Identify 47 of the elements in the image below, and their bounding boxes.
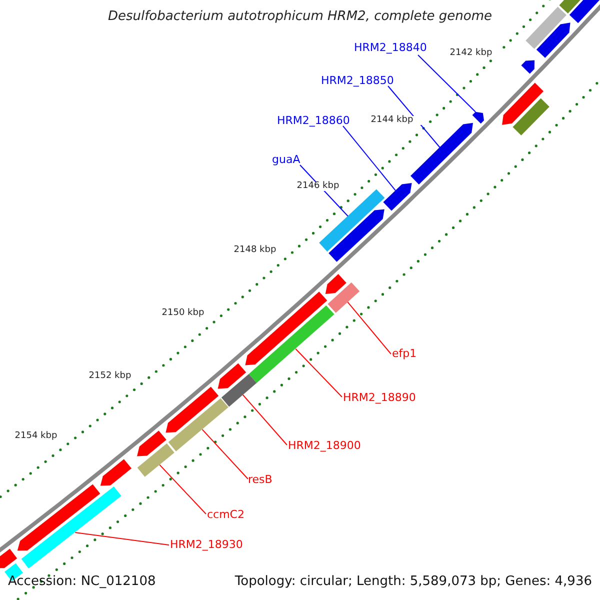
gene-feature: [569, 0, 600, 24]
gene-feature: [248, 305, 334, 383]
gene-feature: [502, 82, 544, 125]
leader-line: [295, 348, 342, 398]
leader-line: [347, 302, 392, 354]
leader-line: [242, 394, 288, 446]
gene-feature: [325, 274, 346, 294]
gene-feature: [536, 22, 570, 58]
leader-line: [342, 126, 396, 191]
genome-info: Topology: circular; Length: 5,589,073 bp; Genes: 4,936: [234, 575, 592, 588]
gene-label: HRM2_18930: [170, 539, 243, 550]
gene-label: HRM2_18900: [288, 440, 361, 451]
gene-label: resB: [248, 474, 272, 485]
accession-label: Accession: NC_012108: [8, 575, 156, 588]
title: Desulfobacterium autotrophicum HRM2, complete genome: [106, 10, 494, 23]
gene-feature: [137, 443, 174, 477]
leader-line: [74, 532, 170, 546]
gene-feature: [410, 122, 473, 184]
gene-feature: [328, 209, 384, 262]
gene-feature: [221, 374, 257, 407]
leader-line: [159, 464, 206, 514]
gene-feature: [168, 398, 228, 452]
gene-label: HRM2_18860: [277, 115, 350, 126]
gene-label: ccmC2: [207, 509, 244, 520]
gene-feature: [137, 430, 166, 456]
gene-feature: [383, 183, 412, 211]
gene-feature: [512, 98, 550, 136]
gene-feature: [0, 548, 18, 568]
gene-label: HRM2_18840: [354, 42, 427, 53]
gene-feature: [21, 486, 122, 568]
gene-feature: [100, 459, 132, 486]
gene-feature: [319, 189, 385, 252]
gene-feature: [328, 282, 360, 313]
gene-label: HRM2_18890: [343, 392, 416, 403]
gene-label: efp1: [392, 348, 417, 359]
gene-feature: [17, 484, 100, 551]
gene-feature: [218, 363, 246, 389]
gene-feature: [472, 112, 484, 124]
gene-feature: [521, 60, 534, 74]
gene-feature: [245, 292, 328, 366]
leader-line: [202, 428, 248, 480]
leader-line: [388, 86, 440, 148]
gene-feature: [166, 386, 219, 433]
gene-label: HRM2_18850: [321, 75, 394, 86]
leader-line: [418, 54, 476, 112]
gene-label: guaA: [272, 154, 300, 165]
gene-feature: [526, 6, 566, 49]
